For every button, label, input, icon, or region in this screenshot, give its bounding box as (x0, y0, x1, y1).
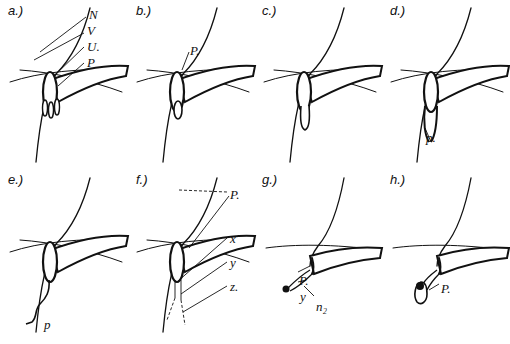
panel-letter: c.) (262, 4, 276, 17)
part-label: P. (230, 188, 240, 201)
part-label: y (230, 256, 236, 269)
part-label: P. (190, 44, 200, 57)
panel-letter: h.) (390, 173, 405, 186)
part-label: U. (87, 40, 100, 53)
panel-letter: b.) (136, 4, 151, 17)
part-label: P. (441, 282, 451, 295)
part-label: n₂ (316, 300, 327, 313)
panel-letter: a.) (8, 4, 23, 17)
part-label: P (87, 56, 95, 69)
part-label: x (230, 232, 236, 245)
panel-letter: g.) (262, 173, 277, 186)
part-label: y (300, 290, 306, 303)
part-label: p. (426, 131, 436, 144)
part-label: V (87, 24, 95, 37)
panel-letter: f.) (136, 173, 148, 186)
part-label: N (89, 8, 98, 21)
part-label: z. (230, 280, 238, 293)
part-label: p (44, 318, 51, 331)
part-label: P. (299, 274, 309, 287)
panel-letter: d.) (390, 4, 405, 17)
panel-letter: e.) (8, 173, 23, 186)
